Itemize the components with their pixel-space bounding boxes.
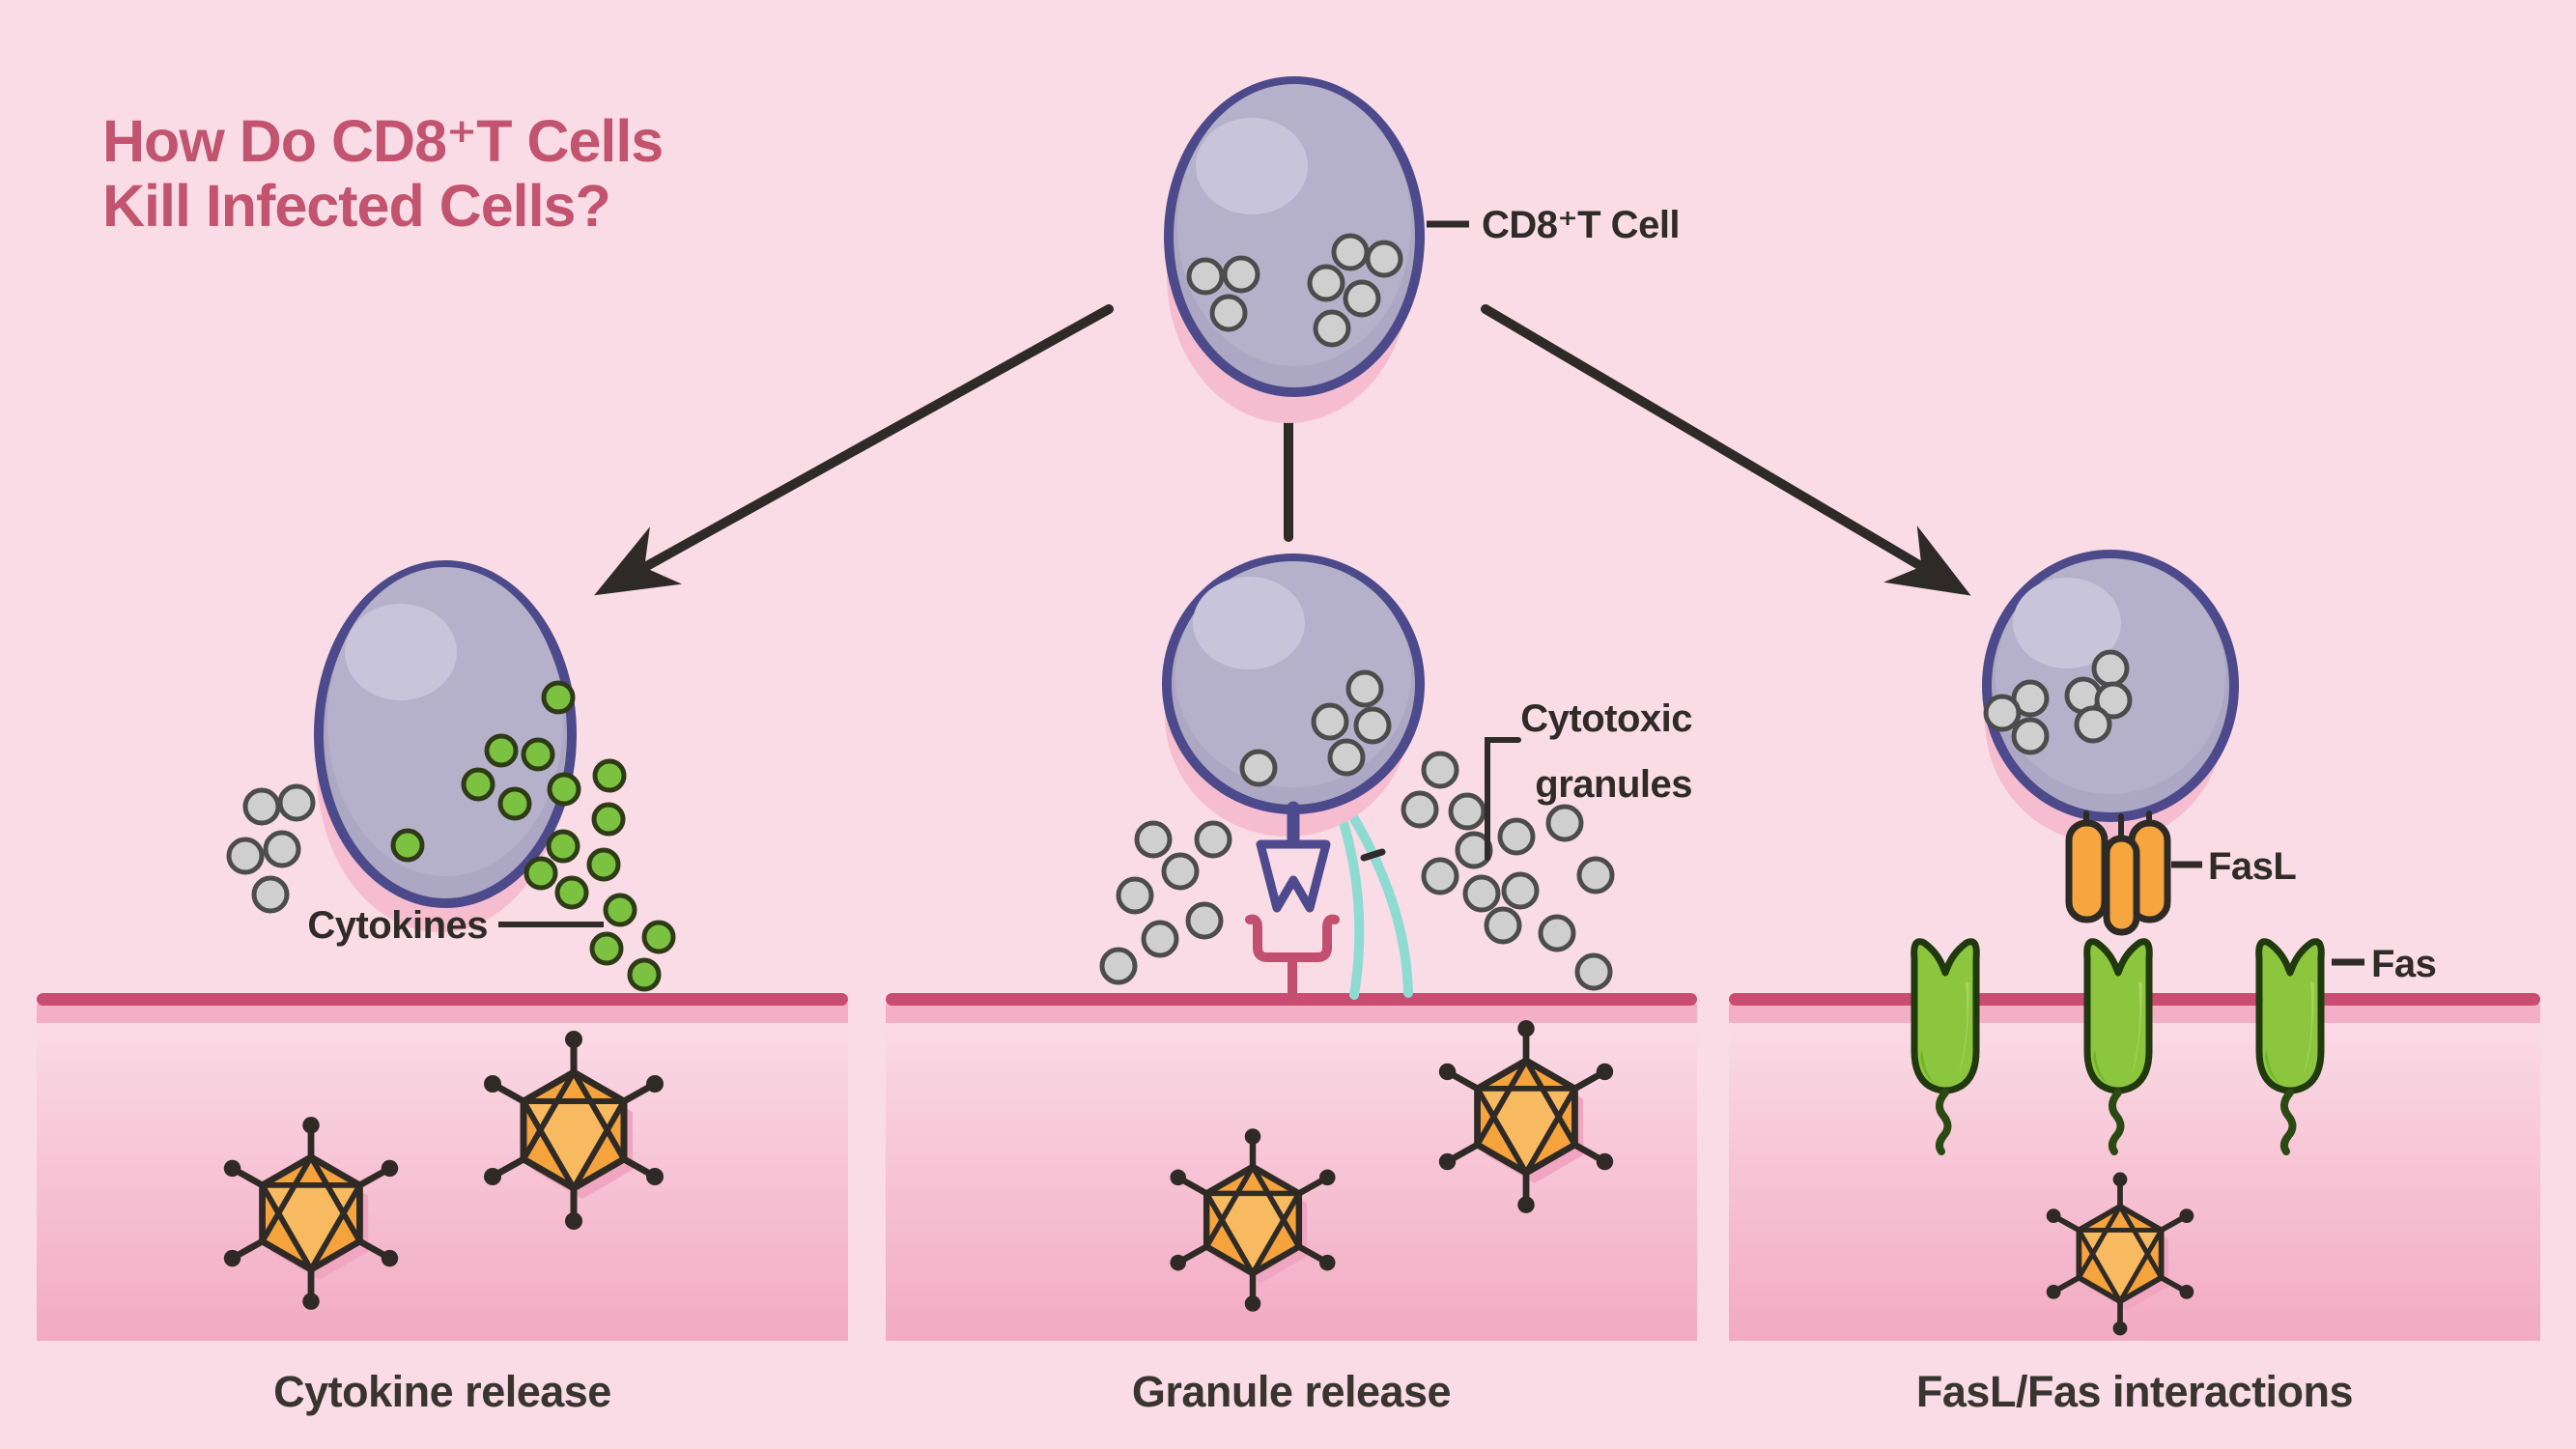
caption-cytokine-release: Cytokine release: [273, 1367, 611, 1416]
cd8-cell-label: CD8⁺T Cell: [1482, 204, 1680, 246]
cytotoxic-granules-label-group: Cytotoxic granules: [1485, 697, 1693, 861]
pathway-fasl-fas: FasL Fas: [1914, 550, 2437, 1335]
fasl-label: FasL: [2208, 845, 2296, 888]
caption-granule-release: Granule release: [1132, 1367, 1451, 1416]
title-line-2: Kill Infected Cells?: [102, 173, 610, 239]
membrane-bar-left: [37, 993, 848, 1006]
caption-fasl-fas-interactions: FasL/Fas interactions: [1916, 1367, 2353, 1416]
cytotoxic-label-leader: [1485, 737, 1521, 861]
fas-label-group: Fas: [2332, 943, 2437, 985]
perforin-tick: [1360, 848, 1386, 862]
tcr-receptor-pink: [1245, 914, 1340, 1001]
fas-label: Fas: [2371, 943, 2436, 985]
cytotoxic-granules-label-2: granules: [1535, 763, 1692, 806]
cytotoxic-granules-label-1: Cytotoxic: [1520, 697, 1692, 740]
page-title: How Do CD8⁺T Cells Kill Infected Cells?: [102, 108, 664, 239]
title-line-1: How Do CD8⁺T Cells: [102, 108, 663, 174]
membrane-strip-middle: [886, 1004, 1697, 1023]
fasl-ligand: [2065, 819, 2171, 936]
cytokines-label-group: Cytokines: [307, 904, 604, 947]
membrane-strip-left: [37, 1004, 848, 1023]
arrow-to-right-pathway: [1481, 304, 1971, 596]
panel-cytokine-release: [37, 993, 848, 1341]
cd8-t-cell-label-group: CD8⁺T Cell: [1427, 204, 1681, 246]
arrow-to-left-pathway: [594, 304, 1114, 596]
perforin-channel-lines: [1334, 803, 1413, 1000]
pathway-granule-release: Cytotoxic granules: [1102, 554, 1693, 1312]
cytokines-label: Cytokines: [307, 904, 488, 947]
pathway-cytokine-release: Cytokines: [224, 560, 673, 1310]
cd8-t-cell-top: [1164, 76, 1425, 423]
panel-granule-release: [886, 993, 1697, 1341]
degranulation-arrow: [1256, 801, 1331, 913]
fasl-label-group: FasL: [2171, 845, 2297, 888]
